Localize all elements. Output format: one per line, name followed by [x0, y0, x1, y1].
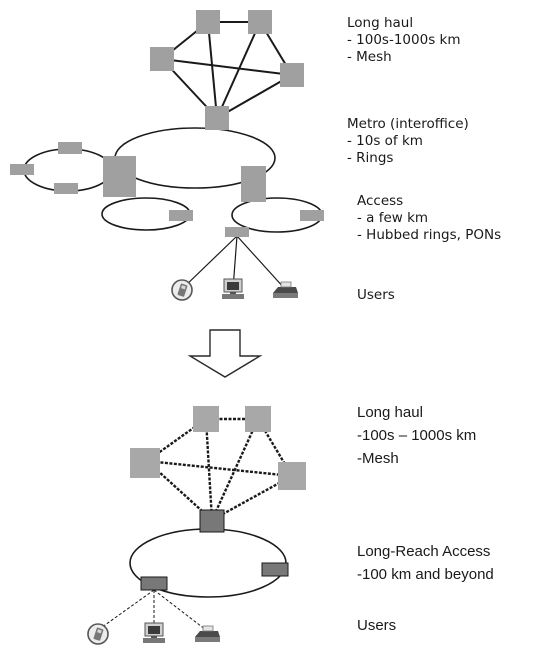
mesh-node	[280, 63, 304, 87]
label-line: - Mesh	[347, 49, 392, 65]
user-link	[236, 235, 286, 290]
mesh-link	[207, 21, 218, 119]
user-link	[181, 235, 238, 290]
label-title: Metro (interoffice)	[347, 116, 469, 132]
top-network	[10, 10, 324, 301]
label-line: - a few km	[357, 210, 429, 226]
bottom-user-links	[97, 589, 207, 631]
label-title: Access	[357, 193, 404, 209]
metro-access-node-large	[103, 156, 136, 197]
mesh-link	[216, 74, 293, 119]
mesh-node	[248, 10, 272, 34]
bottom-network	[87, 406, 306, 645]
label-access: Access - a few km - Hubbed rings, PONs	[357, 193, 501, 244]
mesh-node	[278, 462, 306, 490]
user-link	[97, 589, 155, 631]
access-node	[140, 576, 168, 591]
label-title: Long haul	[347, 15, 414, 31]
label-long-haul: Long haul - 100s-1000s km - Mesh	[347, 15, 460, 66]
access-node	[10, 164, 34, 175]
mesh-link	[146, 459, 293, 478]
computer-icon	[143, 622, 165, 643]
phone-icon	[171, 279, 193, 301]
metro-access-node-tall	[241, 166, 266, 202]
access-node	[261, 562, 289, 577]
ring-hub-node	[199, 509, 225, 533]
access-node	[54, 183, 78, 194]
mesh-node	[130, 448, 160, 478]
mesh-link	[216, 21, 261, 119]
label-long-haul-bottom: Long haul -100s – 1000s km -Mesh	[357, 403, 476, 468]
label-line: -100 km and beyond	[357, 566, 494, 583]
mesh-link	[204, 418, 214, 521]
mesh-node	[196, 10, 220, 34]
label-line: - 100s-1000s km	[347, 32, 461, 48]
label-title: Long-Reach Access	[357, 543, 491, 560]
bottom-access-nodes	[140, 509, 289, 591]
printer-icon	[195, 625, 220, 642]
label-long-reach-access: Long-Reach Access -100 km and beyond	[357, 542, 494, 584]
user-link	[153, 589, 207, 631]
top-nodes	[10, 10, 324, 237]
down-arrow-icon	[187, 329, 263, 378]
label-metro: Metro (interoffice) - 10s of km - Rings	[347, 116, 469, 167]
bottom-mesh-nodes	[130, 406, 306, 490]
access-hub-node	[225, 227, 249, 237]
metro-hub-node	[205, 106, 229, 130]
mesh-node	[150, 47, 174, 71]
label-line: -Mesh	[357, 450, 399, 467]
mesh-node	[193, 406, 219, 432]
mesh-node	[245, 406, 271, 432]
label-line: -100s – 1000s km	[357, 427, 477, 444]
label-users-bottom: Users	[357, 617, 397, 634]
computer-icon	[222, 278, 244, 299]
label-line: - Hubbed rings, PONs	[357, 227, 502, 243]
top-mesh-links	[161, 21, 293, 119]
label-users-top: Users	[357, 287, 395, 303]
label-title: Long haul	[357, 404, 423, 421]
mesh-link	[161, 58, 293, 76]
phone-icon	[87, 623, 109, 645]
access-node	[300, 210, 324, 221]
access-node	[169, 210, 193, 221]
label-line: - Rings	[347, 150, 394, 166]
bottom-mesh-links	[146, 417, 294, 522]
label-line: - 10s of km	[347, 133, 423, 149]
printer-icon	[273, 281, 298, 298]
access-node	[58, 142, 82, 154]
